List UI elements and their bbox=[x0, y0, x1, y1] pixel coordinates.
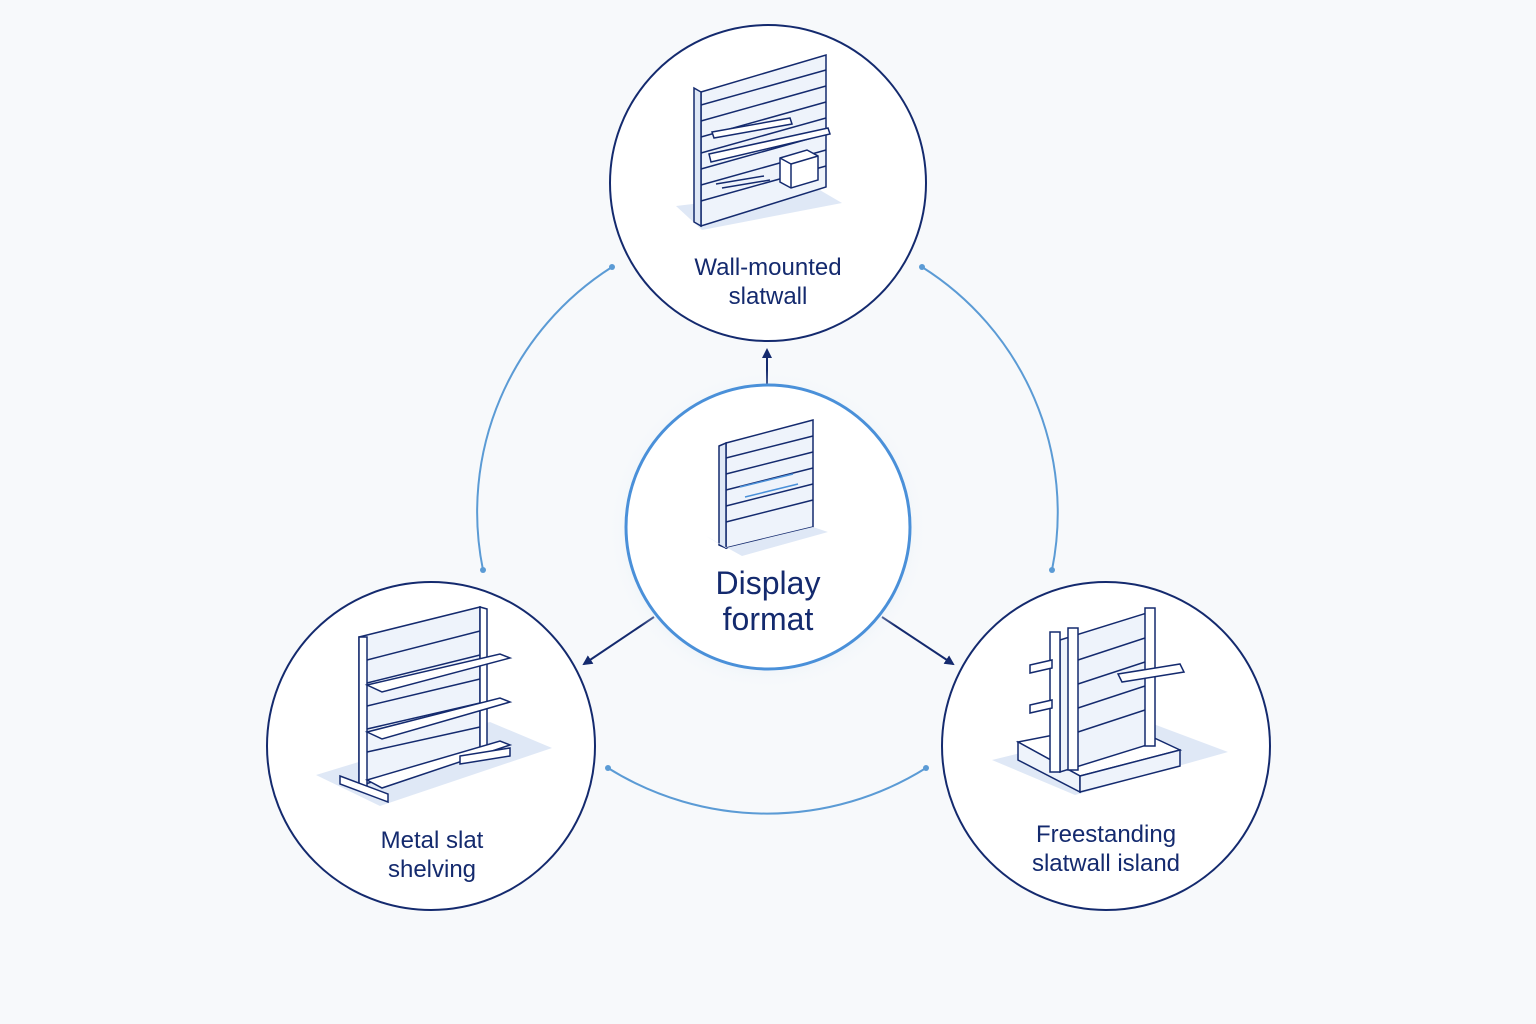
center-label: Display format bbox=[638, 565, 898, 638]
cycle-arc-dot bbox=[609, 264, 615, 270]
node-label-line: slatwall bbox=[728, 283, 808, 311]
node-label-line: shelving bbox=[387, 856, 477, 884]
cycle-arcs bbox=[476, 264, 1059, 815]
cycle-arc-dot bbox=[480, 567, 486, 573]
node-label-line: slatwall island bbox=[1031, 850, 1181, 878]
node-freestanding bbox=[941, 581, 1271, 911]
cycle-arc-dot bbox=[919, 264, 925, 270]
cycle-arc-left bbox=[476, 266, 613, 571]
cycle-arc-bottom bbox=[607, 767, 927, 815]
node-metal-slat bbox=[266, 581, 596, 911]
metal-slat-label: Metal slat shelving bbox=[302, 826, 562, 885]
node-label-line: Metal slat bbox=[380, 827, 484, 854]
wall-mounted-label: Wall-mounted slatwall bbox=[638, 253, 898, 312]
cycle-arc-dot bbox=[1049, 567, 1055, 573]
cycle-arc-dot bbox=[923, 765, 929, 771]
freestanding-label: Freestanding slatwall island bbox=[966, 820, 1246, 879]
freestanding-slatwall-island-icon bbox=[992, 607, 1228, 795]
node-label-line: Freestanding bbox=[1035, 821, 1177, 848]
center-label-line: Display bbox=[715, 565, 821, 601]
center-node bbox=[608, 370, 928, 690]
slatwall-panel-icon bbox=[706, 419, 828, 556]
cycle-arc-dot bbox=[605, 765, 611, 771]
node-wall-mounted bbox=[609, 24, 927, 342]
metal-slat-shelving-icon bbox=[316, 606, 552, 806]
cycle-arc-right bbox=[921, 266, 1059, 571]
node-label-line: Wall-mounted bbox=[694, 254, 842, 281]
wall-mounted-slatwall-icon bbox=[676, 53, 842, 230]
center-label-line: format bbox=[722, 600, 814, 637]
